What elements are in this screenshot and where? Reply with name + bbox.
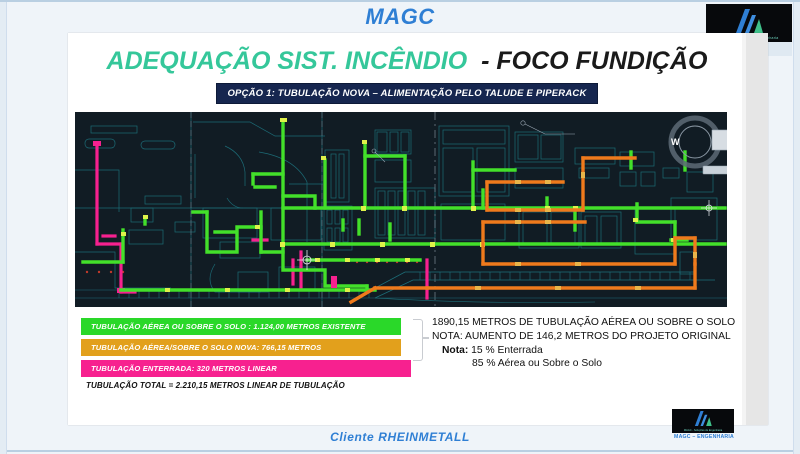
viewer-right-rail: [793, 2, 800, 454]
legend-bracket: [413, 319, 423, 361]
notes-block: 1890,15 METROS DE TUBULAÇÃO AÉREA OU SOB…: [432, 317, 742, 369]
subtitle-banner-wrap: OPÇÃO 1: TUBULAÇÃO NOVA – ALIMENTAÇÃO PE…: [68, 83, 746, 104]
viewer-left-rail: [0, 2, 7, 454]
legend-item-new-label: TUBULAÇÃO AÉREA/SOBRE O SOLO NOVA: 766,1…: [91, 343, 322, 352]
magc-logo-small: MAGC - Soluções de Engenharia: [672, 409, 734, 433]
card-edge-gray: [746, 33, 768, 425]
legend-item-existing-label: TUBULAÇÃO AÉREA OU SOBRE O SOLO : 1.124,…: [91, 322, 366, 331]
legend-item-buried-label: TUBULAÇÃO ENTERRADA: 320 METROS LINEAR: [91, 364, 277, 373]
legend-item-buried: TUBULAÇÃO ENTERRADA: 320 METROS LINEAR: [81, 360, 411, 377]
page-title: ADEQUAÇÃO SIST. INCÊNDIO - FOCO FUNDIÇÃO: [68, 47, 746, 76]
magc-logo-small-caption: MAGC - Soluções de Engenharia: [683, 429, 723, 432]
cad-drawing-svg: W: [75, 112, 727, 307]
note-increase: NOTA: AUMENTO DE 146,2 METROS DO PROJETO…: [432, 331, 731, 342]
slide-card: ADEQUAÇÃO SIST. INCÊNDIO - FOCO FUNDIÇÃO…: [68, 33, 768, 440]
legend: TUBULAÇÃO AÉREA OU SOBRE O SOLO : 1.124,…: [81, 318, 411, 381]
legend-item-existing: TUBULAÇÃO AÉREA OU SOBRE O SOLO : 1.124,…: [81, 318, 401, 335]
magc-mark-icon: [736, 9, 763, 33]
card-edge-light: [742, 33, 746, 425]
legend-item-new: TUBULAÇÃO AÉREA/SOBRE O SOLO NOVA: 766,1…: [81, 339, 401, 356]
client-footer: Cliente RHEINMETALL: [330, 430, 470, 444]
magc-engenharia-caption: MAGC – ENGENHARIA: [674, 434, 734, 440]
page-title-primary: ADEQUAÇÃO SIST. INCÊNDIO: [106, 47, 468, 75]
note-label: Nota:: [442, 345, 469, 356]
cad-drawing: W: [75, 112, 727, 307]
magc-mark-small-icon: [694, 411, 712, 426]
page-title-secondary: - FOCO FUNDIÇÃO: [481, 47, 708, 75]
legend-total: TUBULAÇÃO TOTAL = 2.210,15 METROS LINEAR…: [86, 381, 345, 390]
note-buried-percent: Nota: 15 % Enterrada: [432, 345, 742, 356]
note-aerial-percent: 85 % Aérea ou Sobre o Solo: [472, 358, 602, 369]
brand-bar: MAGC: [0, 2, 800, 32]
brand-title: MAGC: [365, 4, 435, 29]
legend-bracket-tail: [422, 337, 429, 339]
subtitle-banner: OPÇÃO 1: TUBULAÇÃO NOVA – ALIMENTAÇÃO PE…: [216, 83, 598, 104]
note-total-aerial: 1890,15 METROS DE TUBULAÇÃO AÉREA OU SOB…: [432, 317, 736, 328]
svg-text:W: W: [671, 137, 680, 147]
note-buried-value: 15 % Enterrada: [468, 345, 543, 356]
